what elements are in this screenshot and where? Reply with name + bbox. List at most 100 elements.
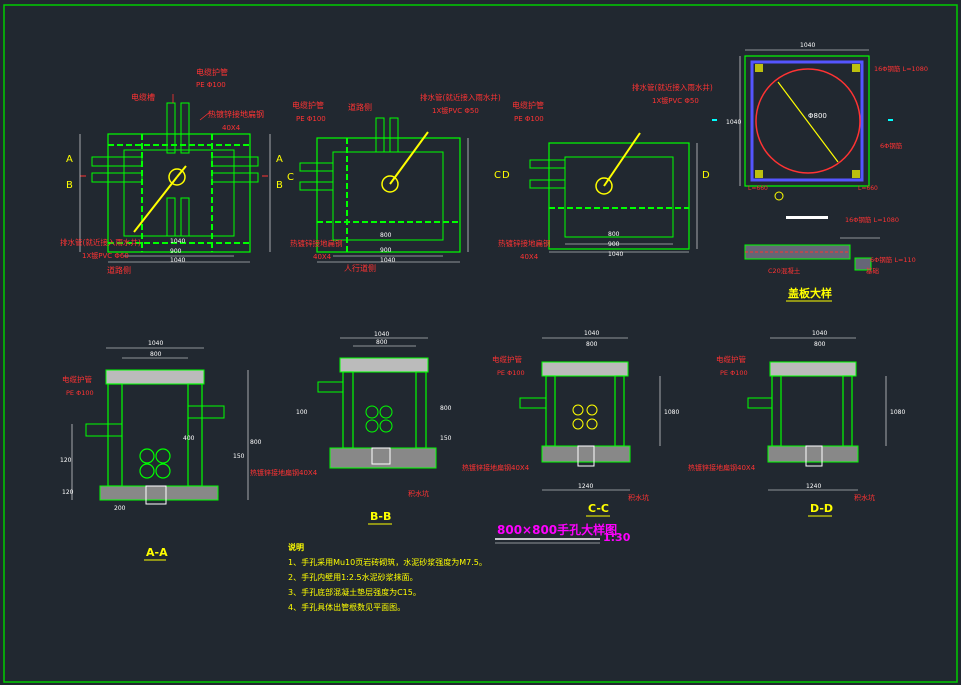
note-item-3: 3、手孔底部混凝土垫层强度为C15。	[288, 588, 421, 597]
plan1-dim-2: 900	[170, 248, 182, 255]
section-a-right-dim-2: 400	[183, 435, 195, 442]
cover-steel-2: 6Φ钢筋	[880, 141, 903, 150]
main-title: 800×800手孔大样图	[497, 522, 617, 537]
plan3-conduit-spec: PE Φ100	[514, 115, 544, 123]
section-a-conduit-label: 电缆护管	[62, 374, 92, 384]
section-b-side-dim-3: 150	[440, 435, 452, 442]
cover-detail-steel-1: 16Φ钢筋 L=1080	[845, 215, 899, 224]
cover-diameter: Φ800	[808, 112, 827, 120]
cover-plate-plan	[712, 49, 893, 219]
section-a-side-dim-3: 120	[62, 489, 74, 496]
section-a-dim-top-1: 1040	[148, 340, 163, 347]
plan1-conduit-spec: PE Φ100	[196, 81, 226, 89]
section-b-side-dim-1: 100	[296, 409, 308, 416]
section-d-dim-top-2: 800	[814, 341, 826, 348]
plan3-ground-label: 热镀锌接地扁钢	[498, 238, 551, 248]
plan3-drain-label: 排水管(就近接入雨水井)	[632, 82, 713, 92]
section-d-conduit-spec: PE Φ100	[720, 369, 748, 377]
plan2-dim-3: 1040	[380, 257, 395, 264]
section-d-ground-label: 热镀锌接地扁钢40X4	[688, 463, 756, 472]
section-d-bottom-dim: 1240	[806, 483, 821, 490]
plan-view-3	[529, 132, 698, 253]
plan2-conduit-spec: PE Φ100	[296, 115, 326, 123]
section-a-right-dim-1: 800	[250, 439, 262, 446]
section-c-conduit-spec: PE Φ100	[497, 369, 525, 377]
section-b-dim-top-1: 1040	[374, 331, 389, 338]
plan-view-1	[79, 94, 271, 263]
section-c-c	[519, 337, 661, 491]
cover-steel-4: L=660	[858, 185, 878, 192]
cover-title: 盖板大样	[788, 286, 832, 300]
cover-detail-concrete: C20混凝土	[768, 266, 801, 275]
note-item-4: 4、手孔具体出管根数见平面图。	[288, 603, 406, 612]
plan2-dim-2: 900	[380, 247, 392, 254]
plan1-drain-label: 排水管(就近接入雨水井)	[60, 237, 141, 247]
plan2-drain-label: 排水管(就近接入雨水井)	[420, 92, 501, 102]
section-d-base-label: 积水坑	[854, 493, 875, 502]
plan2-walk-label: 人行道侧	[344, 263, 376, 273]
section-d-side-dim: 1080	[890, 409, 905, 416]
plan2-conduit-label: 电缆护管	[292, 100, 324, 110]
plan3-dim-2: 900	[608, 241, 620, 248]
plan1-section-a: A	[66, 154, 73, 165]
plan2-ground-label: 热镀锌接地扁钢	[290, 238, 343, 248]
plan3-drain-spec: 1X镀PVC Φ50	[652, 96, 699, 105]
plan2-drain-spec: 1X镀PVC Φ50	[432, 106, 479, 115]
plan1-dim-3: 1040	[170, 257, 185, 264]
plan3-section-c: C	[494, 170, 501, 181]
section-a-title: A-A	[146, 546, 168, 559]
section-a-side-dim-1: 120	[60, 457, 72, 464]
plan3-conduit-label: 电缆护管	[512, 100, 544, 110]
section-b-dim-top-2: 800	[376, 339, 388, 346]
section-c-base-label: 积水坑	[628, 493, 649, 502]
plan1-section-b: B	[66, 180, 73, 191]
notes-heading: 说明	[288, 543, 304, 552]
section-b-ground-label: 热镀锌接地扁钢40X4	[250, 468, 318, 477]
section-b-title: B-B	[370, 510, 391, 523]
plan1-section-b-right: B	[276, 180, 283, 191]
section-a-a	[71, 347, 249, 505]
section-b-b	[317, 337, 437, 469]
section-c-dim-top-2: 800	[586, 341, 598, 348]
cover-top-dim: 1040	[800, 42, 815, 49]
section-d-dim-top-1: 1040	[812, 330, 827, 337]
cover-plate-detail	[744, 237, 880, 271]
plan1-ground-spec: 40X4	[222, 124, 241, 132]
plan1-drain-spec: 1X镀PVC Φ60	[82, 251, 129, 260]
plan2-road-label: 道路侧	[348, 102, 372, 112]
section-c-bottom-dim: 1240	[578, 483, 593, 490]
cover-side-dim: 1040	[726, 119, 741, 126]
section-b-side-dim-2: 800	[440, 405, 452, 412]
note-item-2: 2、手孔内壁用1:2.5水泥砂浆抹面。	[288, 573, 418, 582]
plan1-ground-label: 热镀锌接地扁钢	[208, 109, 264, 119]
section-a-side-dim-2: 200	[114, 505, 126, 512]
cover-steel-3: L=660	[748, 185, 768, 192]
section-b-base-label: 积水坑	[408, 489, 429, 498]
section-c-ground-label: 热镀锌接地扁钢40X4	[462, 463, 530, 472]
section-d-title: D-D	[810, 502, 833, 515]
plan1-conduit-label: 电缆护管	[196, 67, 228, 77]
plan2-section-c: C	[287, 172, 294, 183]
section-a-dim-top-2: 800	[150, 351, 162, 358]
section-d-conduit-label: 电缆护管	[716, 354, 746, 364]
section-d-d	[747, 337, 887, 491]
drawing-border	[3, 4, 958, 683]
plan3-dim-3: 1040	[608, 251, 623, 258]
plan3-section-d-right: D	[702, 170, 710, 181]
notes-block: 说明 1、手孔采用Mu10页岩砖砌筑，水泥砂浆强度为M7.5。 2、手孔内壁用1…	[288, 540, 487, 615]
cover-detail-base: 基础	[866, 266, 880, 275]
plan3-dim-1: 800	[608, 231, 620, 238]
section-c-title: C-C	[588, 502, 609, 515]
cover-detail-steel-2: 6Φ钢筋 L=110	[870, 255, 916, 264]
plan1-section-a-right: A	[276, 154, 283, 165]
plan2-ground-spec: 40X4	[313, 253, 332, 261]
plan-view-2	[299, 117, 469, 263]
main-title-scale: 1:30	[603, 531, 631, 544]
plan1-road-label: 道路侧	[107, 265, 131, 275]
section-c-side-dim: 1080	[664, 409, 679, 416]
section-c-dim-top-1: 1040	[584, 330, 599, 337]
plan1-cable-label: 电缆槽	[131, 92, 155, 102]
section-a-conduit-spec: PE Φ100	[66, 389, 94, 397]
section-c-conduit-label: 电缆护管	[492, 354, 522, 364]
